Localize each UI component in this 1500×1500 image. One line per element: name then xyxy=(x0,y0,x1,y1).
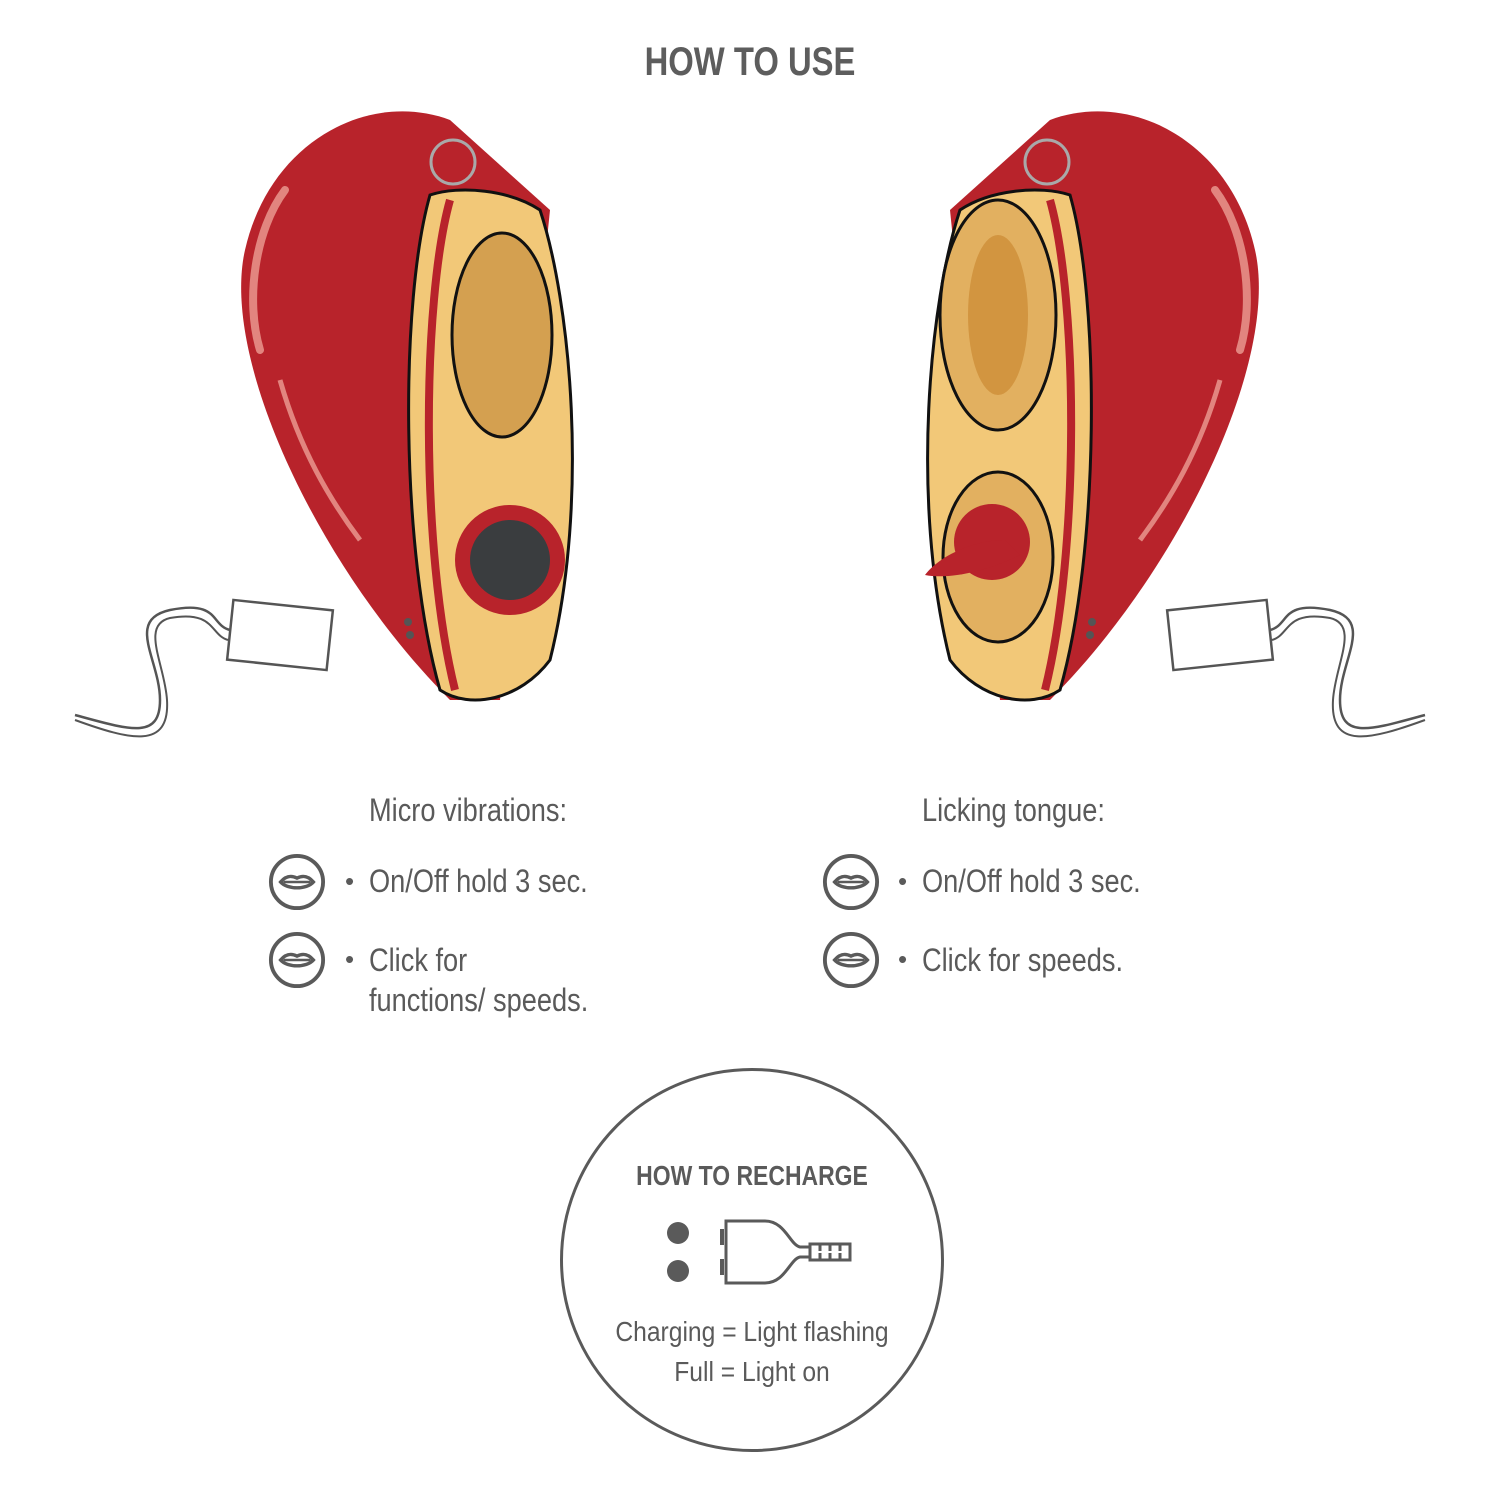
left-item-1-text: On/Off hold 3 sec. xyxy=(369,863,588,899)
licking-tongue-device-illustration xyxy=(925,111,1426,738)
lips-button-icon xyxy=(429,138,477,186)
recharge-full-text: Full = Light on xyxy=(674,1356,830,1387)
micro-vibrations-device-illustration xyxy=(74,111,574,738)
bullet: • xyxy=(898,944,908,974)
page-title: HOW TO USE xyxy=(644,40,856,84)
recharge-panel xyxy=(560,1068,944,1452)
recharge-title: HOW TO RECHARGE xyxy=(636,1160,868,1191)
lips-button-icon xyxy=(822,931,880,989)
bullet: • xyxy=(345,944,355,974)
bullet: • xyxy=(345,866,355,896)
charger-connector-icon xyxy=(667,1219,852,1285)
recharge-charging-text: Charging = Light flashing xyxy=(615,1316,889,1347)
right-item-2-text: Click for speeds. xyxy=(922,942,1124,978)
lips-button-icon xyxy=(822,853,880,911)
bullet: • xyxy=(898,866,908,896)
left-heading: Micro vibrations: xyxy=(369,792,568,828)
right-item-1-text: On/Off hold 3 sec. xyxy=(922,863,1141,899)
left-item-2-line-1: Click for xyxy=(369,942,468,978)
right-heading: Licking tongue: xyxy=(922,792,1105,828)
lips-button-icon xyxy=(268,931,326,989)
lips-button-icon xyxy=(268,853,326,911)
usb-charger-plug-icon xyxy=(225,598,335,672)
left-item-2-line-2: functions/ speeds. xyxy=(369,982,589,1018)
